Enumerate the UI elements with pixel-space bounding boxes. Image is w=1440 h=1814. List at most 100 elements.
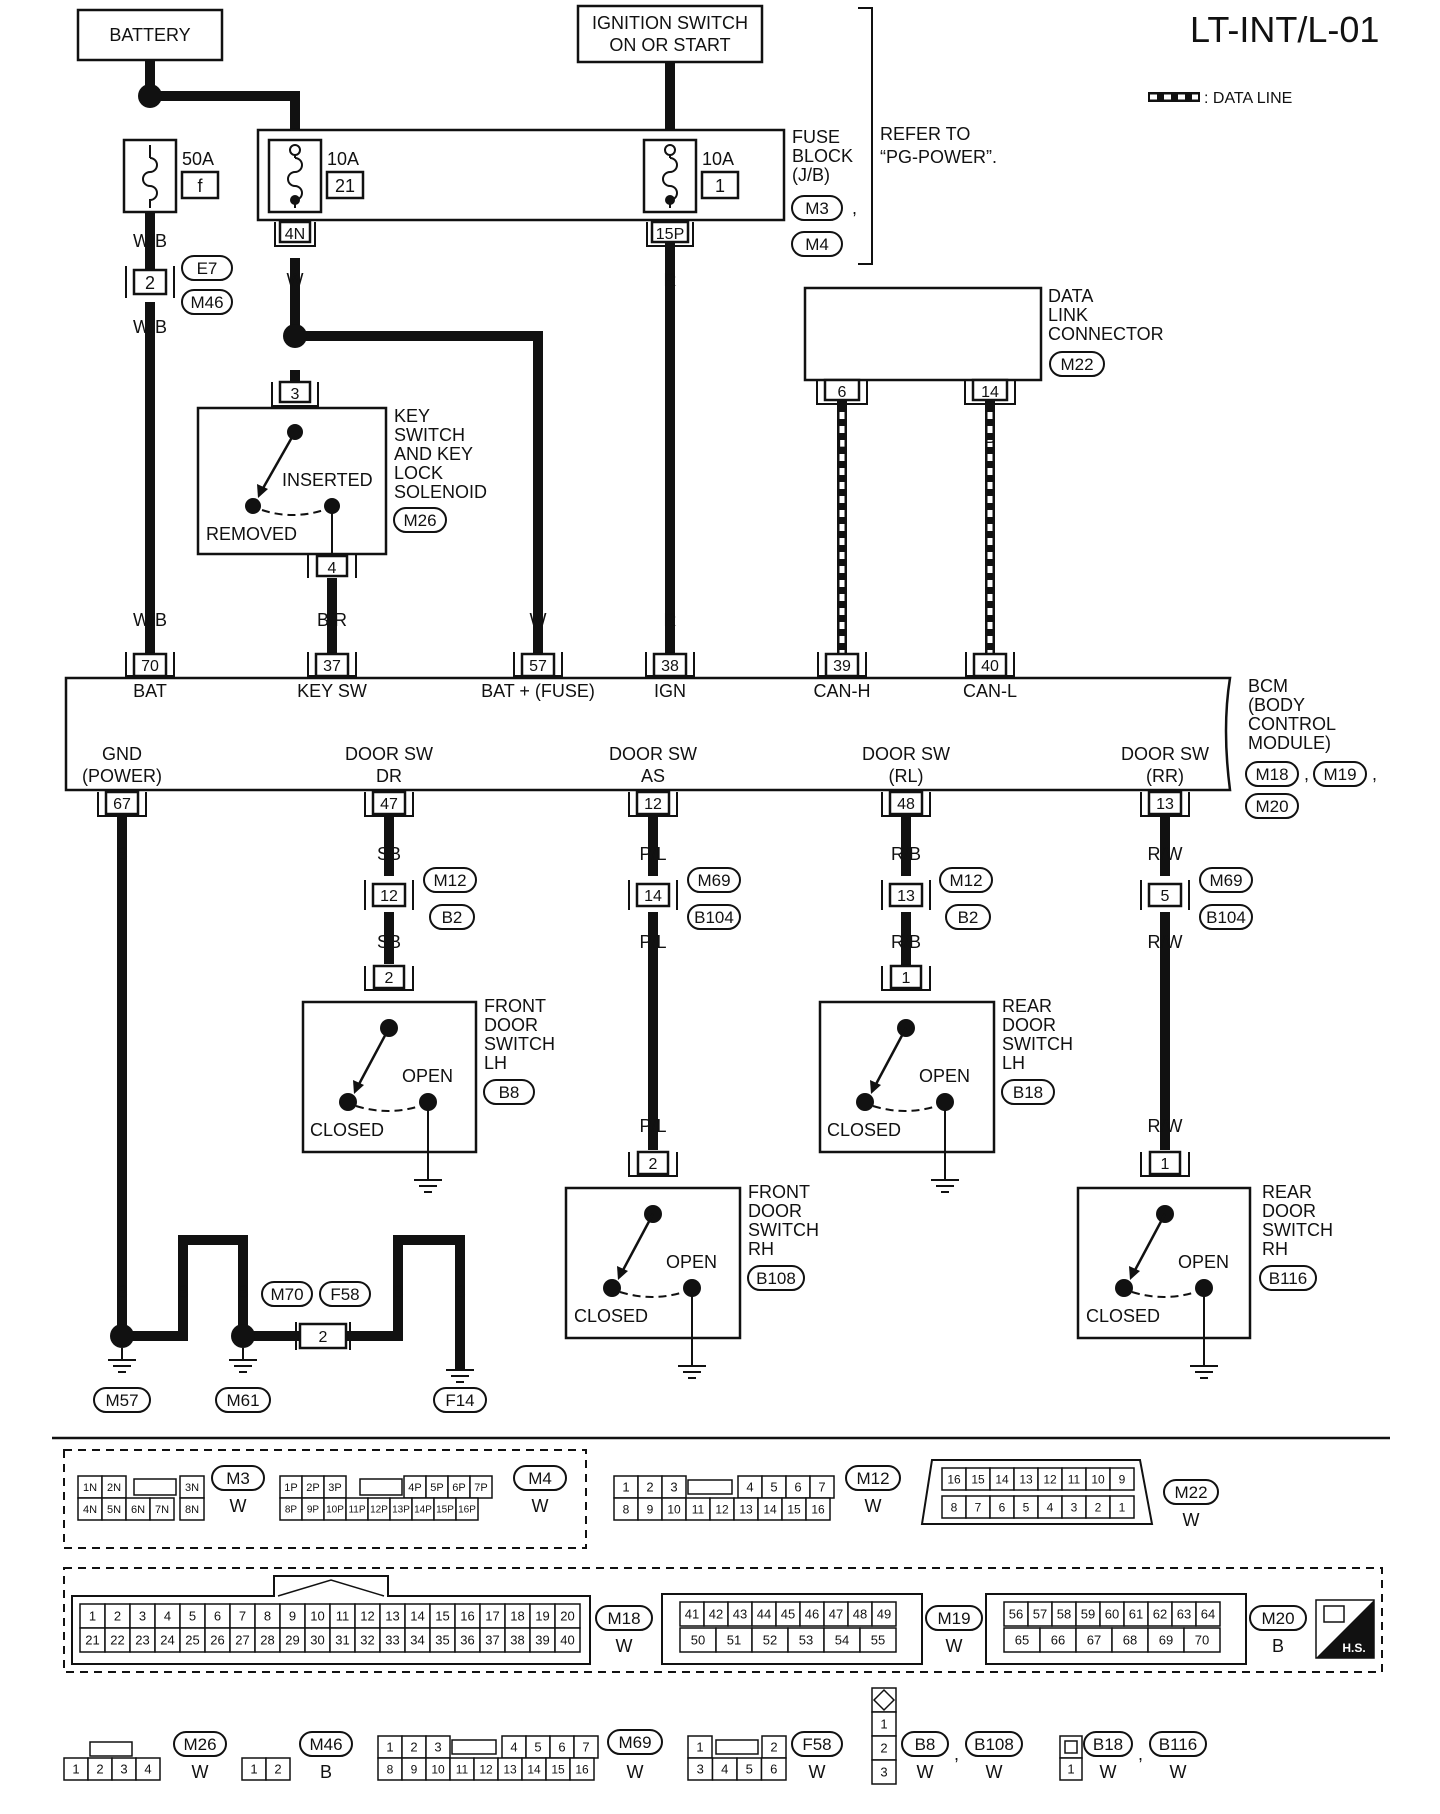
svg-text:38: 38 — [661, 658, 679, 675]
svg-text:SWITCH: SWITCH — [394, 425, 465, 445]
svg-text:M12: M12 — [949, 871, 982, 890]
fuse-block-connector-m3: M3 — [805, 199, 829, 218]
svg-text:CONTROL: CONTROL — [1248, 714, 1336, 734]
wire-color-ign1: R — [664, 270, 677, 290]
battery: BATTERY — [76, 8, 224, 62]
pin-m22-10: 10 — [1091, 1472, 1105, 1486]
svg-text:,: , — [1304, 764, 1309, 784]
pin-m22-16: 16 — [947, 1472, 961, 1486]
pin-m18-10: 10 — [310, 1609, 324, 1624]
pin-m20-60-cell — [1099, 1601, 1125, 1627]
pin-m19-50: 50 — [691, 1633, 705, 1648]
pin-m12-16-cell — [805, 1497, 831, 1521]
pin-m4-3P: 3P — [328, 1482, 341, 1494]
wire-color-bat2: W/B — [133, 317, 167, 337]
pin-m19-45: 45 — [781, 1607, 795, 1622]
view-f58-id: F58 — [802, 1735, 831, 1754]
svg-text:M61: M61 — [226, 1391, 259, 1410]
view-b116-color: W — [1170, 1762, 1187, 1782]
hs-emblem: H.S. — [1315, 1599, 1375, 1659]
key-switch: 3 INSERTED REMOVED 4 KEY SWITCH AND KEY … — [196, 380, 487, 578]
pin-m19-50-cell — [679, 1627, 717, 1653]
pin-f58-5: 5 — [746, 1762, 753, 1777]
terminal-15p: 15P — [646, 220, 694, 247]
pin-m4-10P: 10P — [326, 1505, 344, 1516]
front-door-switch-rh: 2 OPEN CLOSED FRONT DOOR SWITCH RH B108 — [564, 1150, 819, 1379]
pin-b18-1: 1 — [1067, 1762, 1074, 1777]
bcm-pin-39: 39 CAN-H — [814, 652, 871, 701]
pin-m20-57-cell — [1027, 1601, 1053, 1627]
pin-m18-33-cell — [379, 1627, 406, 1653]
bcm-pin-67: GND (POWER) 67 — [82, 744, 162, 817]
wire-color-as3: P/L — [639, 1116, 666, 1136]
pin-m18-23: 23 — [135, 1633, 149, 1648]
pin-m12-2: 2 — [646, 1480, 653, 1495]
svg-text:13: 13 — [1156, 796, 1174, 813]
connector-f58: F58 — [330, 1285, 359, 1304]
wire-color-rr2: R/W — [1148, 932, 1183, 952]
svg-text:IGN: IGN — [654, 681, 686, 701]
terminal-4n: 4N — [274, 220, 316, 247]
legend-label: : DATA LINE — [1204, 90, 1292, 107]
pin-m19-54: 54 — [835, 1633, 849, 1648]
svg-text:LH: LH — [1002, 1053, 1025, 1073]
svg-text:,: , — [852, 198, 857, 218]
pin-m22-5: 5 — [1023, 1500, 1030, 1514]
svg-text:CLOSED: CLOSED — [1086, 1306, 1160, 1326]
rear-door-switch-rh: 1 OPEN CLOSED REAR DOOR SWITCH RH B116 — [1076, 1150, 1333, 1379]
ignition-label-1: IGNITION SWITCH — [592, 13, 748, 33]
connector-m19-shell — [661, 1593, 923, 1665]
wire-color-rr3: R/W — [1148, 1116, 1183, 1136]
wire-color-as2: P/L — [639, 932, 666, 952]
svg-text:CONNECTOR: CONNECTOR — [1048, 324, 1164, 344]
pin-m18-17: 17 — [485, 1609, 499, 1624]
fuse-50a: 50A f — [122, 138, 220, 214]
svg-text:MODULE): MODULE) — [1248, 733, 1331, 753]
pin-m46-1: 1 — [250, 1762, 257, 1777]
view-m3-color: W — [230, 1496, 247, 1516]
connector-m19: M19 — [1323, 765, 1356, 784]
svg-text:F14: F14 — [445, 1391, 474, 1410]
pin-m4-5P: 5P — [430, 1482, 443, 1494]
pin-m18-19: 19 — [535, 1609, 549, 1624]
wire-color-key: B/R — [317, 610, 347, 630]
pin-m19-53-cell — [787, 1627, 825, 1653]
view-b8-color: W — [917, 1762, 934, 1782]
pin-m18-30-cell — [304, 1627, 331, 1653]
view-b108-color: W — [986, 1762, 1003, 1782]
pin-m19-51: 51 — [727, 1633, 741, 1648]
pin-m20-64-cell — [1195, 1601, 1221, 1627]
view-m12-color: W — [865, 1496, 882, 1516]
pin-m18-13: 13 — [385, 1609, 399, 1624]
wire-color-batfuse: W — [530, 610, 547, 630]
pin-m18-3: 3 — [139, 1609, 146, 1624]
pin-m18-20: 20 — [560, 1609, 574, 1624]
svg-text:B2: B2 — [442, 908, 463, 927]
connector-m18-shell — [71, 1575, 591, 1665]
joint-m69-b104-as: 14 M69 B104 — [628, 867, 741, 930]
pin-m4-7P: 7P — [474, 1482, 487, 1494]
pin-m18-30: 30 — [310, 1633, 324, 1648]
view-b8-id: B8 — [915, 1735, 936, 1754]
pin-m18-9: 9 — [289, 1609, 296, 1624]
pin-f58-2: 2 — [770, 1740, 777, 1755]
key-switch-pin-3: 3 — [291, 386, 300, 403]
dashed-group-2 — [63, 1567, 1383, 1673]
pin-m20-67: 67 — [1087, 1633, 1101, 1648]
pin-m22-14: 14 — [995, 1472, 1009, 1486]
front-door-switch-lh: 2 OPEN CLOSED FRONT DOOR SWITCH LH B8 — [301, 964, 555, 1193]
svg-text:KEY: KEY — [394, 406, 430, 426]
pin-m20-56: 56 — [1009, 1607, 1023, 1622]
connector-m22-shell — [920, 1459, 1154, 1525]
pin-m4-2P: 2P — [306, 1482, 319, 1494]
pin-m69-9: 9 — [411, 1762, 418, 1776]
svg-text:2: 2 — [385, 970, 394, 987]
svg-text:(RR): (RR) — [1146, 766, 1184, 786]
pin-m12-3: 3 — [670, 1480, 677, 1495]
svg-text:RH: RH — [1262, 1239, 1288, 1259]
svg-text:,: , — [1372, 764, 1377, 784]
joint-m12-b2-dr: 12 M12 B2 — [364, 867, 477, 930]
data-link-connector: DATA LINK CONNECTOR M22 6 14 — [803, 286, 1164, 405]
wire-color-ign2: R — [664, 610, 677, 630]
bcm-pin-12: DOOR SW AS 12 — [609, 744, 697, 817]
